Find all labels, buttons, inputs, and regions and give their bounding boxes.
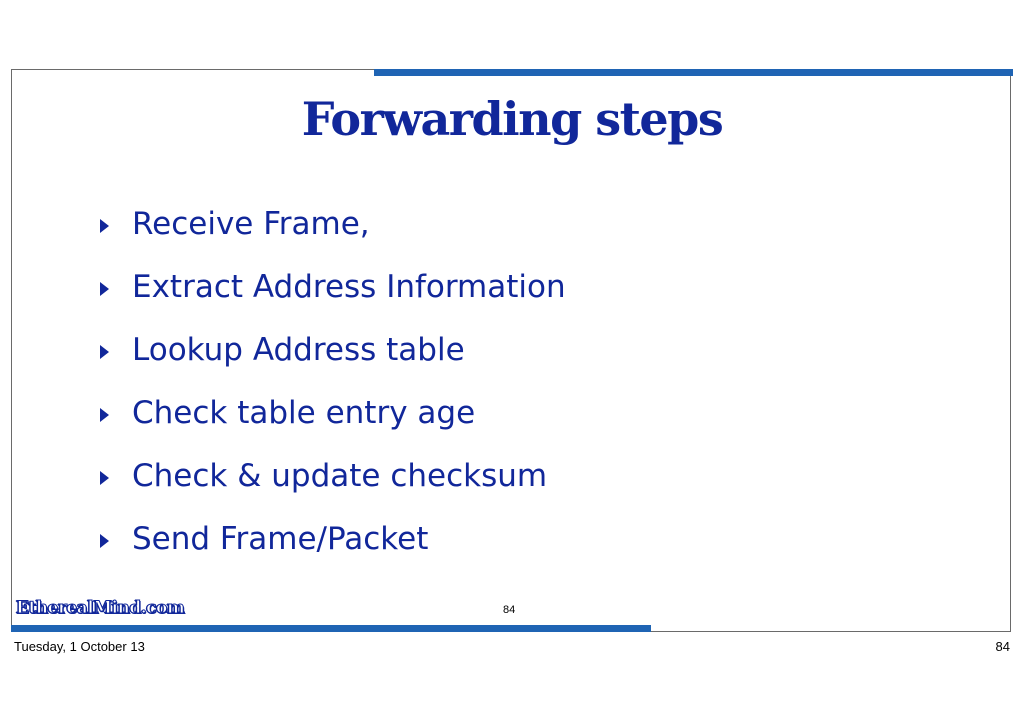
bullet-text: Extract Address Information xyxy=(132,268,566,305)
triangle-right-icon xyxy=(100,344,109,359)
triangle-right-icon xyxy=(100,407,109,422)
slide-number: 84 xyxy=(503,604,516,616)
triangle-right-icon xyxy=(100,218,109,233)
slide-title: Forwarding steps xyxy=(301,92,724,146)
list-item: Check & update checksum xyxy=(100,444,566,507)
bottom-accent-bar xyxy=(11,625,651,632)
footer-date: Tuesday, 1 October 13 xyxy=(14,639,145,654)
triangle-right-icon xyxy=(100,281,109,296)
top-accent-bar xyxy=(374,69,1013,76)
list-item: Receive Frame, xyxy=(100,192,566,255)
ethereal-mind-logo: EtherealMind.com xyxy=(15,598,185,619)
bullet-text: Check table entry age xyxy=(132,394,476,431)
bullet-text: Check & update checksum xyxy=(132,457,548,494)
list-item: Extract Address Information xyxy=(100,255,566,318)
bullet-text: Receive Frame, xyxy=(132,205,370,242)
list-item: Check table entry age xyxy=(100,381,566,444)
list-item: Lookup Address table xyxy=(100,318,566,381)
bullet-list: Receive Frame, Extract Address Informati… xyxy=(100,192,566,570)
bullet-text: Send Frame/Packet xyxy=(132,520,429,557)
list-item: Send Frame/Packet xyxy=(100,507,566,570)
bullet-text: Lookup Address table xyxy=(132,331,465,368)
triangle-right-icon xyxy=(100,470,109,485)
triangle-right-icon xyxy=(100,533,109,548)
footer-page-number: 84 xyxy=(995,639,1010,654)
slide-frame xyxy=(11,69,1011,632)
